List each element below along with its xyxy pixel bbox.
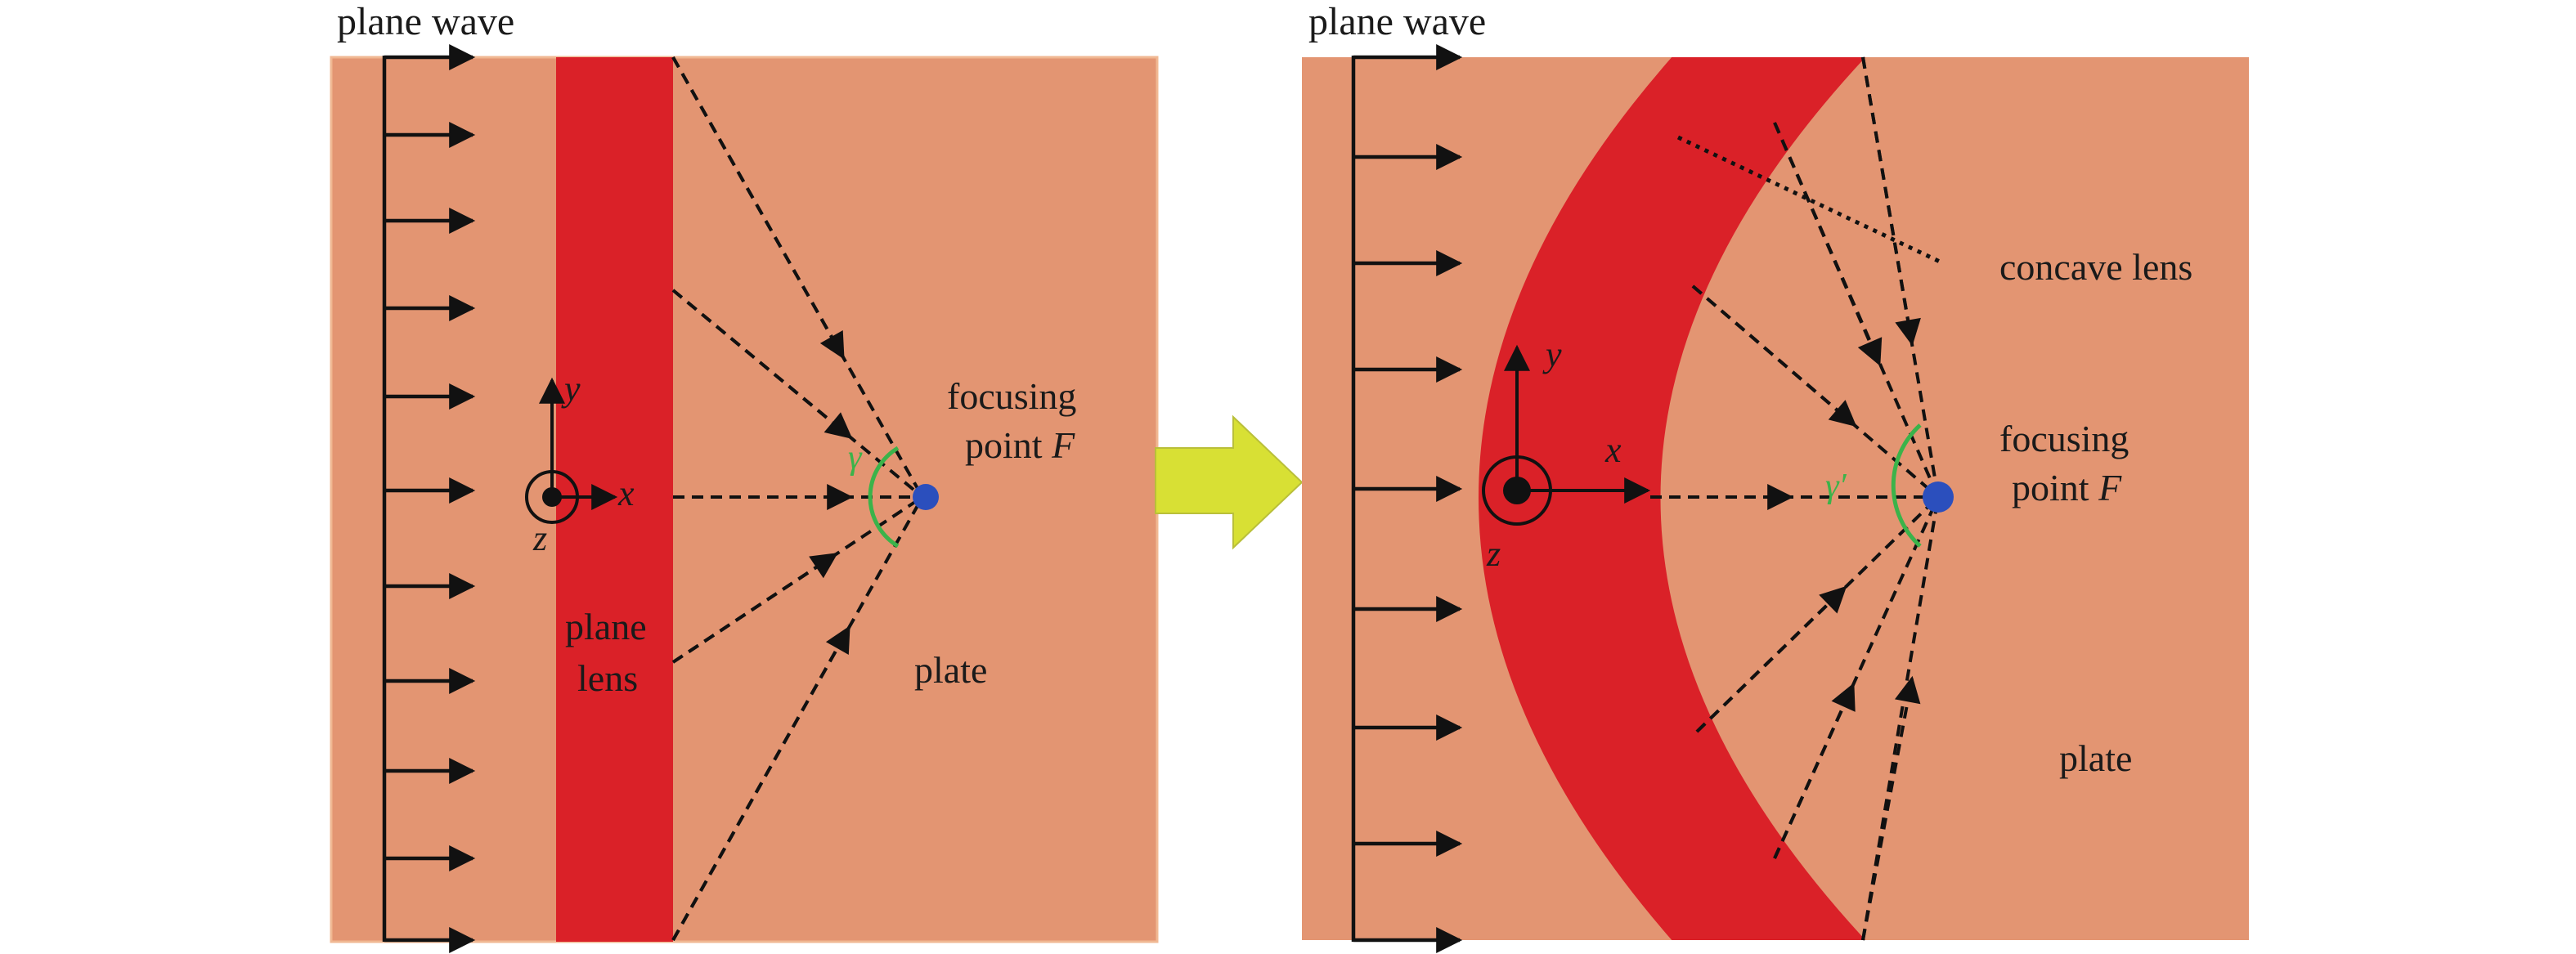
concave-lens bbox=[1479, 57, 1866, 940]
right-focus-label-text: point bbox=[2012, 467, 2098, 508]
right-gamma-label: γ′ bbox=[1825, 468, 1847, 505]
right-axis-z-label: z bbox=[1486, 534, 1501, 574]
right-axes: y x z bbox=[1482, 334, 1651, 574]
left-focus-point bbox=[913, 484, 939, 510]
left-panel: plane wave y x z bbox=[330, 0, 1159, 953]
right-axis-x-label: x bbox=[1604, 430, 1622, 470]
right-plane-wave-label: plane wave bbox=[1308, 0, 1486, 43]
right-focus-symbol: F bbox=[2098, 467, 2122, 508]
transition-arrow bbox=[1155, 414, 1304, 550]
right-gamma-arc bbox=[1891, 423, 1922, 548]
right-axis-y-label: y bbox=[1542, 334, 1562, 374]
right-plate-label: plate bbox=[2059, 737, 2132, 779]
left-plane-lens-label-line2: lens bbox=[577, 657, 638, 699]
left-gamma-label: γ bbox=[848, 439, 863, 477]
left-axis-y-label: y bbox=[561, 369, 581, 409]
left-axis-z-label: z bbox=[532, 518, 547, 558]
left-plate-label: plate bbox=[914, 649, 987, 691]
right-plane-wave bbox=[1351, 44, 1463, 953]
left-axis-x-label: x bbox=[617, 473, 635, 513]
concave-lens-label: concave lens bbox=[1999, 246, 2192, 288]
left-plate bbox=[330, 56, 1159, 943]
right-focus-label-line2: point F bbox=[2012, 467, 2122, 508]
left-plane-wave-label: plane wave bbox=[337, 0, 514, 43]
left-focus-label-line1: focusing bbox=[947, 375, 1076, 417]
left-axes: y x z bbox=[525, 369, 635, 558]
left-focus-symbol: F bbox=[1051, 424, 1075, 466]
left-plane-lens-label-line1: plane bbox=[565, 606, 647, 647]
right-focus-point bbox=[1923, 481, 1954, 513]
left-focus-label-line2: point F bbox=[965, 424, 1075, 466]
left-focus-label-text: point bbox=[965, 424, 1052, 466]
left-plane-wave bbox=[382, 44, 476, 953]
right-panel: plane wave y x z bbox=[1302, 0, 2249, 953]
right-focus-label-line1: focusing bbox=[1999, 418, 2129, 459]
left-gamma-arc bbox=[868, 446, 900, 549]
plane-lens bbox=[556, 57, 673, 942]
